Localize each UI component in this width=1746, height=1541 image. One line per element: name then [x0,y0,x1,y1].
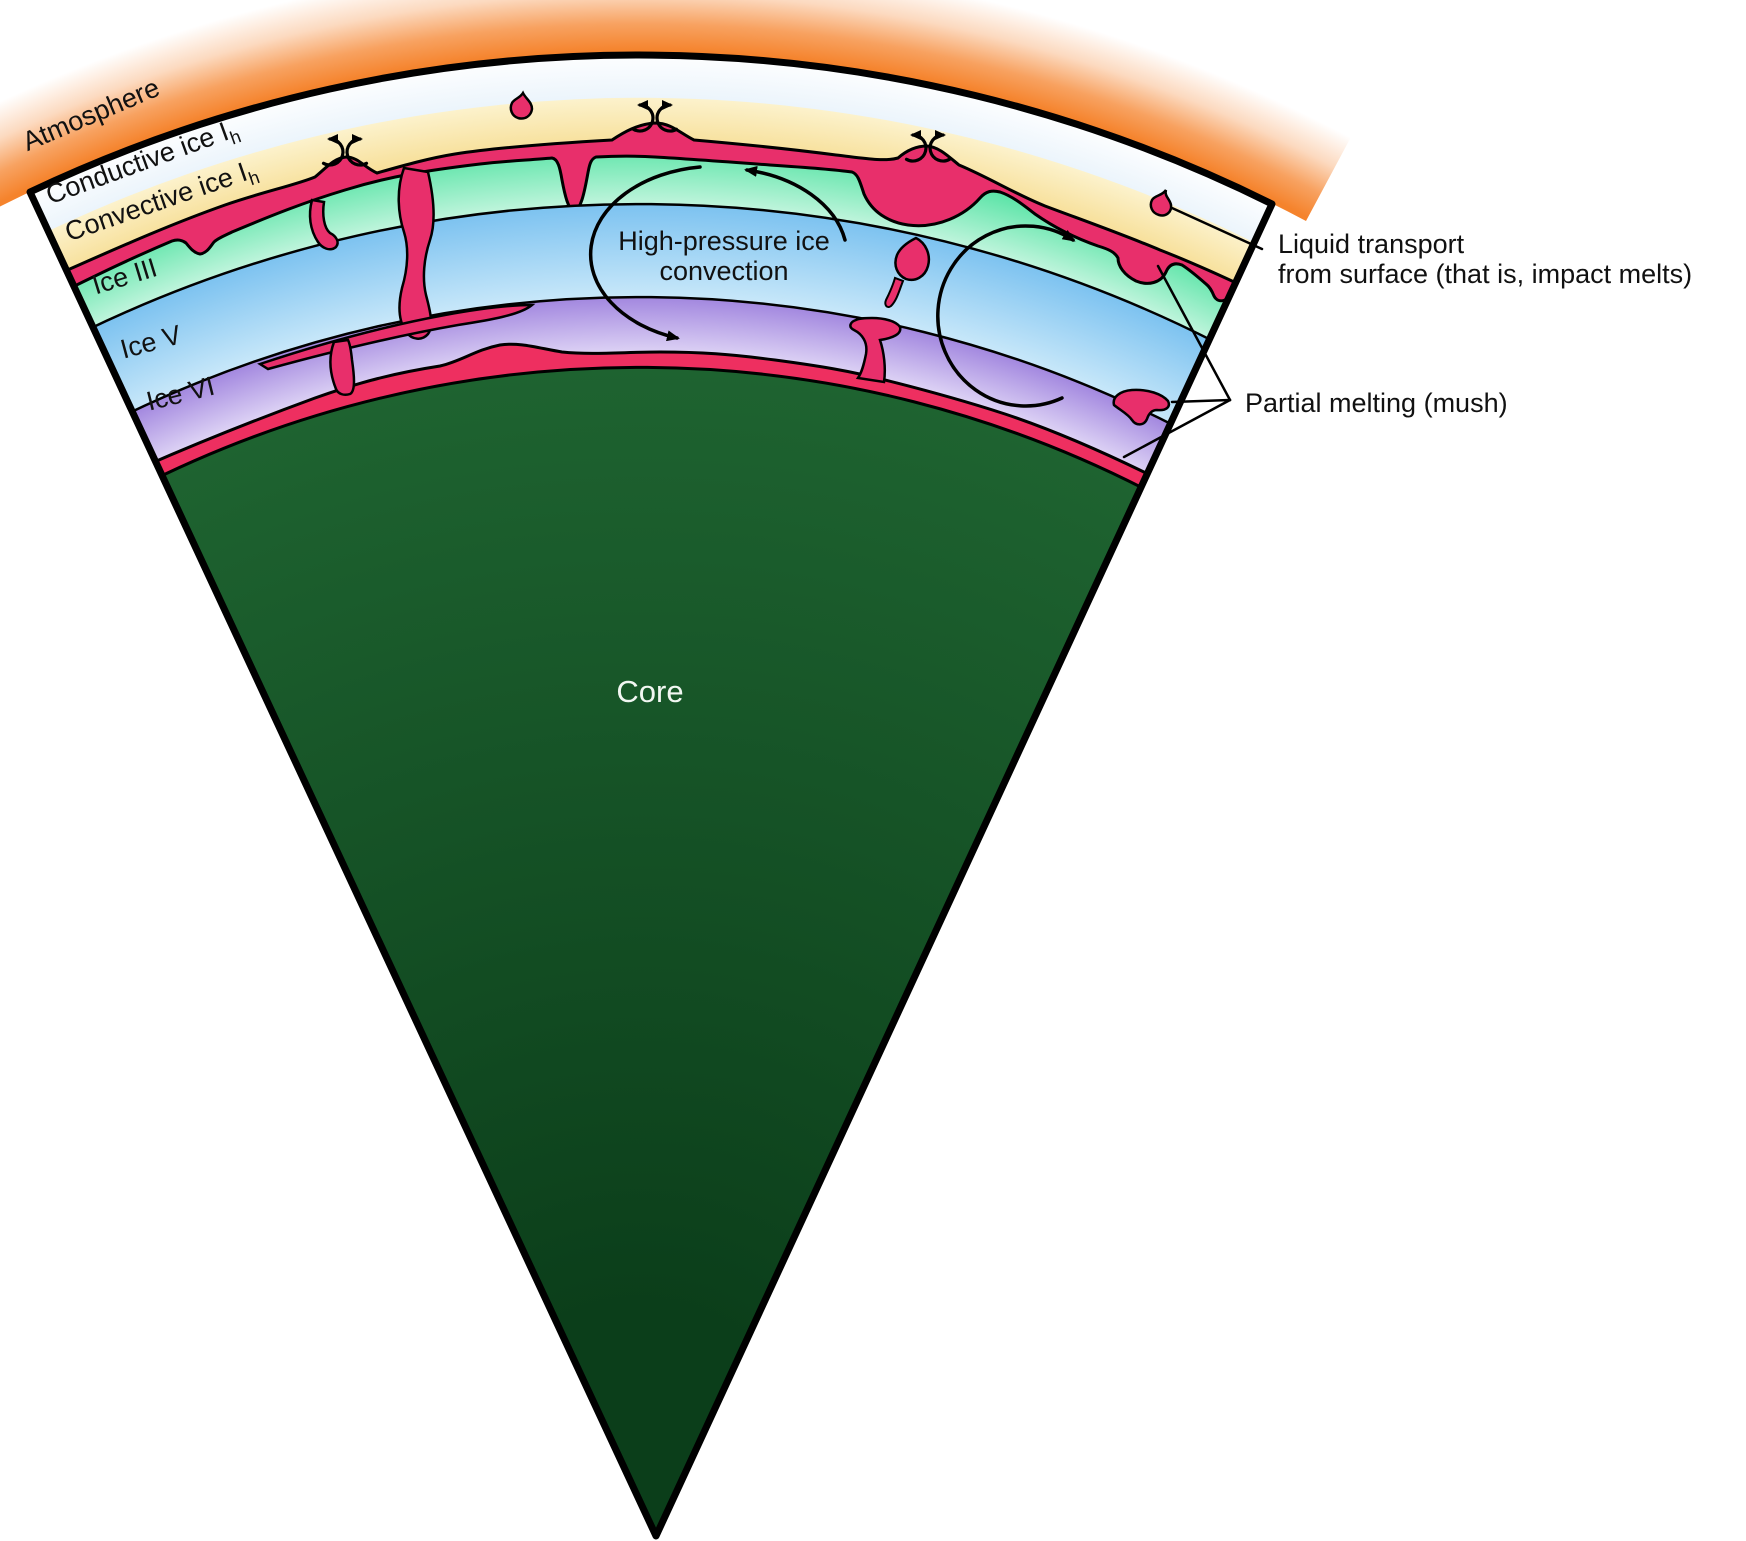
partial-melting-label: Partial melting (mush) [1245,388,1508,418]
liquid-transport-label-line2: from surface (that is, impact melts) [1278,259,1693,289]
melt-conduit-upper [397,166,435,340]
layer-core [133,365,1160,1537]
melt-diapir-tail [884,276,905,309]
curl-left-icon [904,130,928,163]
melt-blob-v-vi [1112,388,1171,426]
curl-right-icon [345,134,369,167]
curl-arrows-right-pair [904,130,952,163]
atmosphere-glow [0,0,1351,221]
curl-left-icon [321,134,345,167]
curl-right-icon [928,130,952,163]
convection-loop-left [588,165,847,342]
leader-line-liquid-transport [1170,206,1264,251]
hp-convection-label-line1: High-pressure ice [618,226,830,256]
convection-loop-right [936,224,1076,408]
convection-loop-left-main-arc [588,165,702,342]
melt-lens-v-vi [257,303,536,371]
hp-convection-label-line2: convection [659,256,789,286]
impact-melt-droplet-right [1149,189,1173,217]
curl-right-icon [655,100,679,133]
melt-conduit-left [329,338,356,397]
leader-line-partial-melting-lower [1122,398,1232,459]
curl-arrows-center-pair [631,100,679,133]
wedge-outline [26,51,1276,1540]
melt-conduit-right [849,316,902,384]
curl-arrows-left-pair [321,134,369,167]
layer-label-core: Core [616,674,684,709]
convection-loop-left-top-arc [744,165,847,242]
impact-melt-droplet-center [509,90,534,120]
leader-line-partial-melting-upper [1156,264,1232,402]
melt-hook-drip [308,198,339,251]
liquid-transport-label-line1: Liquid transport [1278,229,1465,259]
melt-diapir [894,236,931,282]
curl-left-icon [631,100,655,133]
